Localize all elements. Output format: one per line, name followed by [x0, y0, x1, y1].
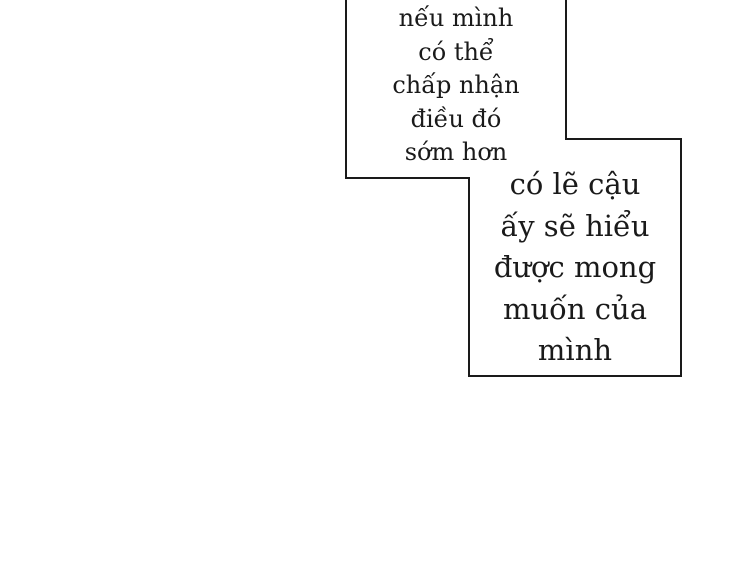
caption-lower: có lẽ cậu ấy sẽ hiểu được mong muốn của …: [470, 164, 680, 372]
caption-lower-line: ấy sẽ hiểu: [500, 208, 650, 243]
caption-upper-line: có thể: [418, 37, 494, 66]
caption-lower-line: có lẽ cậu: [509, 167, 641, 201]
caption-upper-line: nếu mình: [398, 4, 514, 32]
caption-upper: nếu mình có thể chấp nhận điều đó sớm hơ…: [346, 2, 566, 170]
caption-lower-line: được mong: [493, 250, 657, 284]
caption-upper-line: sớm hơn: [404, 138, 508, 166]
caption-lower-line: mình: [537, 333, 613, 367]
caption-upper-line: chấp nhận: [392, 71, 520, 99]
caption-upper-line: điều đó: [410, 104, 502, 133]
caption-lower-line: muốn của: [502, 291, 648, 326]
